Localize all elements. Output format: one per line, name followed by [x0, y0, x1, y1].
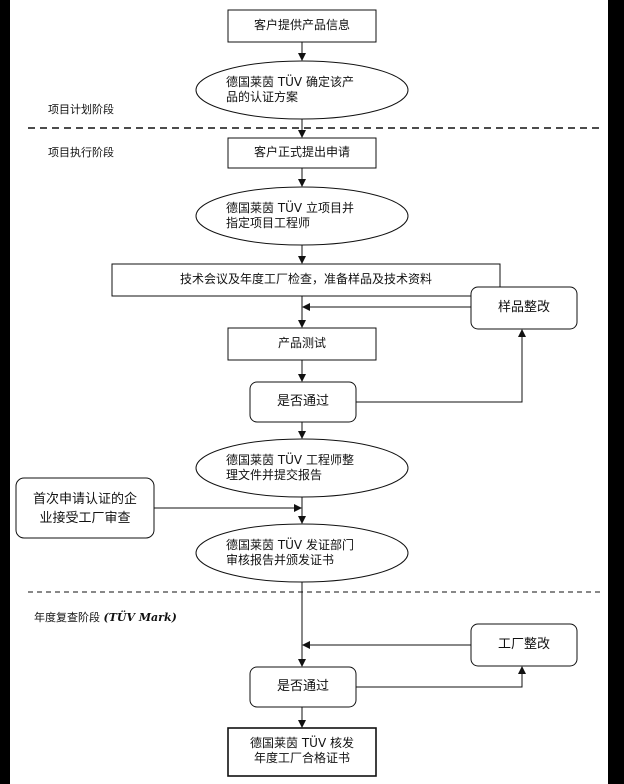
- box-customer-info: [227, 9, 377, 43]
- loop-fail-to-rectify: [356, 329, 526, 403]
- label-first-apply-line1: 首次申请认证的企: [32, 492, 137, 507]
- label-cert-issue: 德国莱茵 TÜV 发证部门 审核报告并颁发证书: [196, 538, 408, 568]
- label-pass-check-2: 是否通过: [276, 679, 329, 694]
- loop-fail-to-factory: [356, 666, 526, 688]
- label-cert-issue-line2: 审核报告并颁发证书: [226, 553, 335, 567]
- label-formal-application: 客户正式提出申请: [253, 145, 350, 159]
- box-formal-application: [227, 137, 377, 169]
- label-project-setup-line1: 德国莱茵 TÜV 立项目并: [226, 201, 354, 215]
- label-tech-meeting: 技术会议及年度工厂检查，准备样品及技术资料: [179, 272, 432, 286]
- phase-planning-label: 项目计划阶段: [48, 103, 114, 116]
- label-confirm-scheme: 德国莱茵 TÜV 确定该产 品的认证方案: [196, 75, 408, 105]
- label-project-setup-line2: 指定项目工程师: [226, 216, 311, 230]
- box-tech-meeting: [111, 263, 501, 297]
- phase-annual-prefix: 年度复查阶段: [34, 611, 100, 624]
- label-engineer-report-line1: 德国莱茵 TÜV 工程师整: [226, 453, 354, 467]
- label-engineer-report-line2: 理文件并提交报告: [226, 468, 323, 482]
- label-customer-info: 客户提供产品信息: [253, 18, 350, 32]
- label-project-setup: 德国莱茵 TÜV 立项目并 指定项目工程师: [196, 201, 408, 231]
- phase-execution-label: 项目执行阶段: [48, 146, 114, 159]
- label-pass-check: 是否通过: [276, 394, 329, 409]
- box-annual-cert: [227, 727, 377, 777]
- label-first-apply: 首次申请认证的企 业接受工厂审查: [16, 490, 154, 528]
- label-engineer-report: 德国莱茵 TÜV 工程师整 理文件并提交报告: [196, 453, 408, 483]
- label-product-test: 产品测试: [278, 336, 327, 350]
- label-cert-issue-line1: 德国莱茵 TÜV 发证部门: [226, 538, 354, 552]
- label-factory-rectify: 工厂整改: [497, 637, 550, 652]
- phase-annual-label: 年度复查阶段 (TÜV Mark): [34, 609, 177, 625]
- label-first-apply-line2: 业接受工厂审查: [39, 511, 131, 526]
- label-annual-cert-line2: 年度工厂合格证书: [253, 751, 350, 765]
- phase-annual-mark: (TÜV Mark): [103, 611, 177, 624]
- label-annual-cert-line1: 德国莱茵 TÜV 核发: [250, 736, 354, 750]
- label-confirm-scheme-line1: 德国莱茵 TÜV 确定该产: [226, 75, 354, 89]
- label-sample-rectify: 样品整改: [497, 300, 550, 315]
- label-confirm-scheme-line2: 品的认证方案: [226, 90, 299, 104]
- box-product-test: [227, 327, 377, 361]
- label-annual-cert: 德国莱茵 TÜV 核发 年度工厂合格证书: [228, 736, 376, 766]
